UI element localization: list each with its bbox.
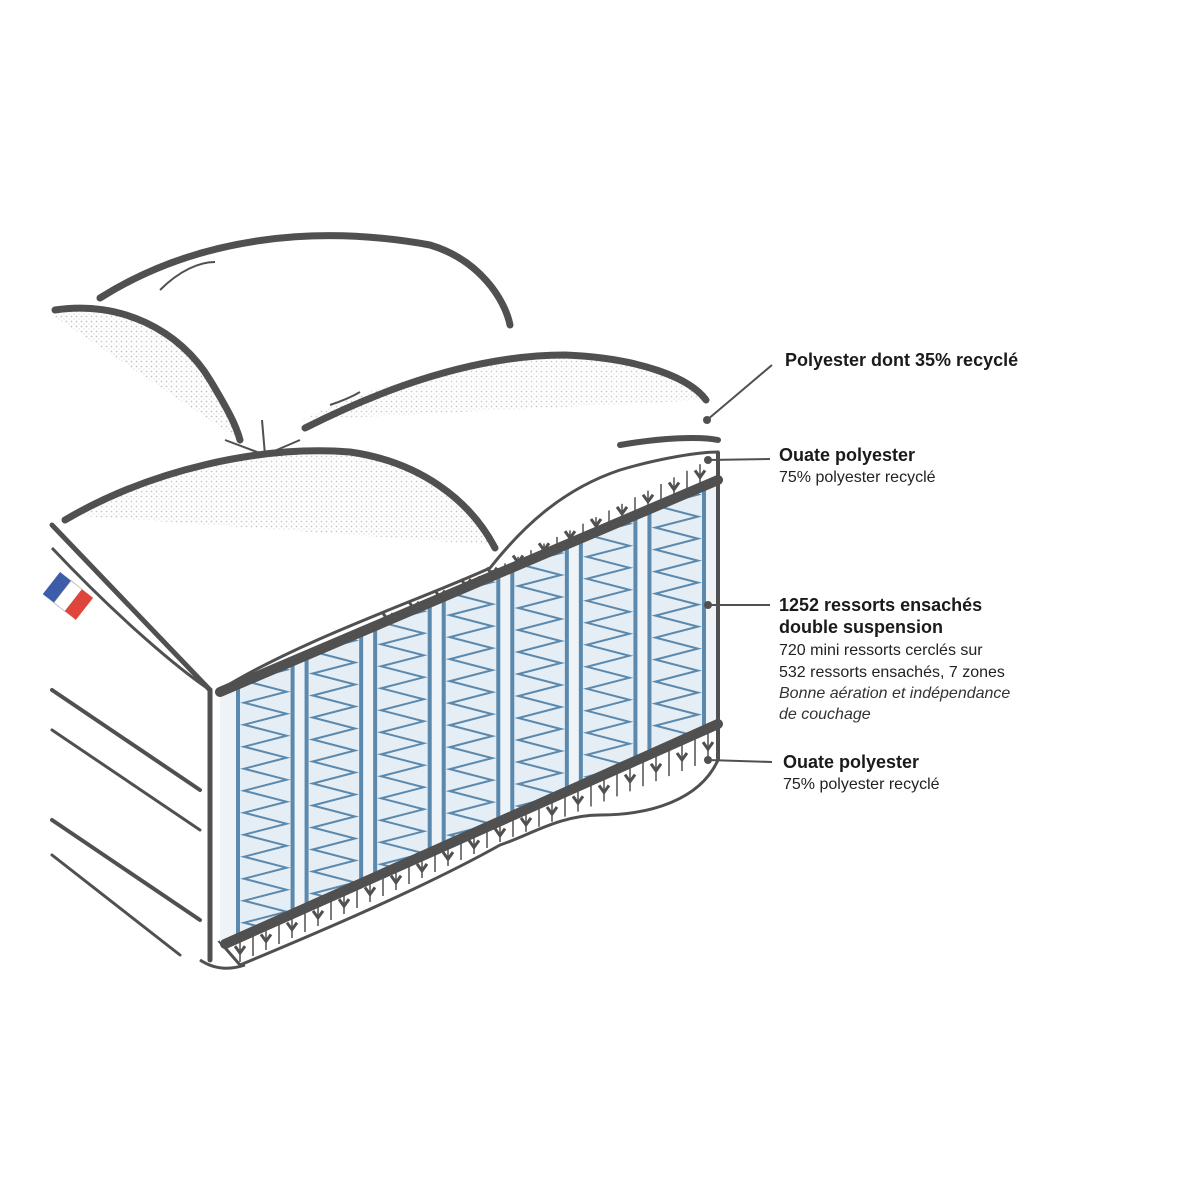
label-wadding-top: Ouate polyester 75% polyester recyclé <box>779 445 936 489</box>
wadding-chevron <box>649 762 663 774</box>
wadding-chevron <box>337 898 351 909</box>
wadding-chevron <box>597 784 611 795</box>
spring-coil <box>514 541 565 818</box>
wadding-chevron <box>641 493 655 505</box>
wadding-chevron <box>615 505 629 517</box>
wadding-chevron <box>441 851 455 862</box>
french-flag-tag <box>42 572 94 620</box>
label-springs-detail-1: 720 mini ressorts cerclés sur <box>779 642 983 660</box>
wadding-chevron <box>233 945 247 956</box>
label-wadding-bottom-title: Ouate polyester <box>783 752 920 772</box>
label-cover-title: Polyester dont 35% recyclé <box>785 350 1019 370</box>
wadding-chevron <box>589 518 603 529</box>
wadding-chevron <box>285 921 299 933</box>
wadding-chevron <box>701 741 715 752</box>
label-springs: 1252 ressorts ensachés double suspension… <box>779 595 1010 726</box>
cross-section <box>215 434 723 967</box>
wadding-chevron <box>545 806 559 817</box>
wadding-chevron <box>467 839 481 850</box>
label-cover: Polyester dont 35% recyclé <box>785 350 1018 372</box>
wadding-chevron <box>363 886 377 897</box>
label-springs-detail-2: 532 ressorts ensachés, 7 zones <box>779 664 1005 682</box>
wadding-chevron <box>389 874 403 886</box>
wadding-chevron <box>415 863 429 874</box>
label-wadding-top-detail: 75% polyester recyclé <box>779 468 936 486</box>
wadding-chevron <box>519 816 533 828</box>
spring-coil <box>308 628 360 906</box>
label-springs-note-1: Bonne aération et indépendance <box>779 685 1011 703</box>
mattress-top-quilting <box>51 232 710 552</box>
leader-lines <box>703 364 773 764</box>
top-wadding-layer <box>219 450 720 692</box>
wadding-chevron <box>693 469 707 480</box>
label-wadding-top-title: Ouate polyester <box>779 445 916 465</box>
mattress-side-wall <box>49 522 246 970</box>
label-springs-title-2: double suspension <box>779 616 944 637</box>
spring-pocket <box>373 592 432 886</box>
spring-coil <box>240 657 291 935</box>
spring-coil <box>582 511 634 789</box>
spring-coil <box>651 482 702 749</box>
spring-coil <box>445 570 497 848</box>
spring-coil <box>377 599 428 877</box>
wadding-chevron <box>667 481 681 493</box>
label-springs-title-1: 1252 ressorts ensachés <box>779 595 983 615</box>
wadding-chevron <box>623 773 637 785</box>
pocket-springs <box>236 478 707 942</box>
label-springs-note-2: de couchage <box>779 706 871 724</box>
label-wadding-bottom-detail: 75% polyester recyclé <box>783 775 940 793</box>
wadding-chevron <box>493 827 507 839</box>
label-wadding-bottom: Ouate polyester 75% polyester recyclé <box>783 752 940 796</box>
wadding-chevron <box>311 909 325 921</box>
wadding-chevron <box>675 752 689 763</box>
wadding-chevron <box>259 933 273 944</box>
wadding-chevron <box>571 795 585 806</box>
